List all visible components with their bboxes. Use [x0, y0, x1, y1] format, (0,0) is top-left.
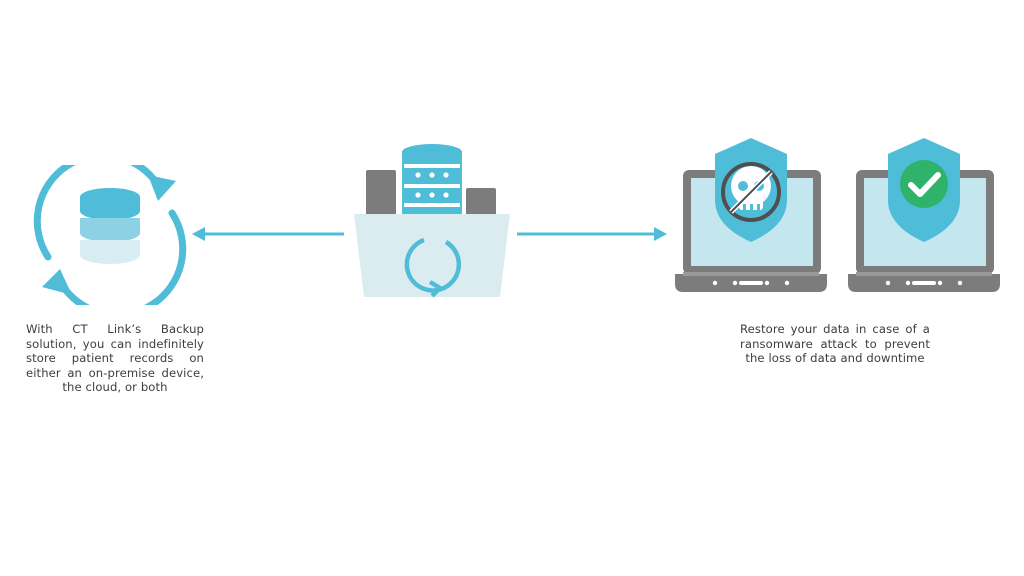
backup-folder-icon: [354, 140, 514, 302]
laptop-secure-check-icon: [848, 138, 1000, 294]
database-sync-icon: [30, 165, 190, 305]
restore-caption: Restore your data in case of a ransomwar…: [740, 322, 930, 365]
arrow-left-icon: [192, 226, 347, 242]
backup-caption: With CT Link’s Backup solution, you can …: [26, 322, 204, 394]
laptop-ransomware-blocked-icon: [675, 138, 827, 294]
arrow-right-icon: [517, 226, 667, 242]
